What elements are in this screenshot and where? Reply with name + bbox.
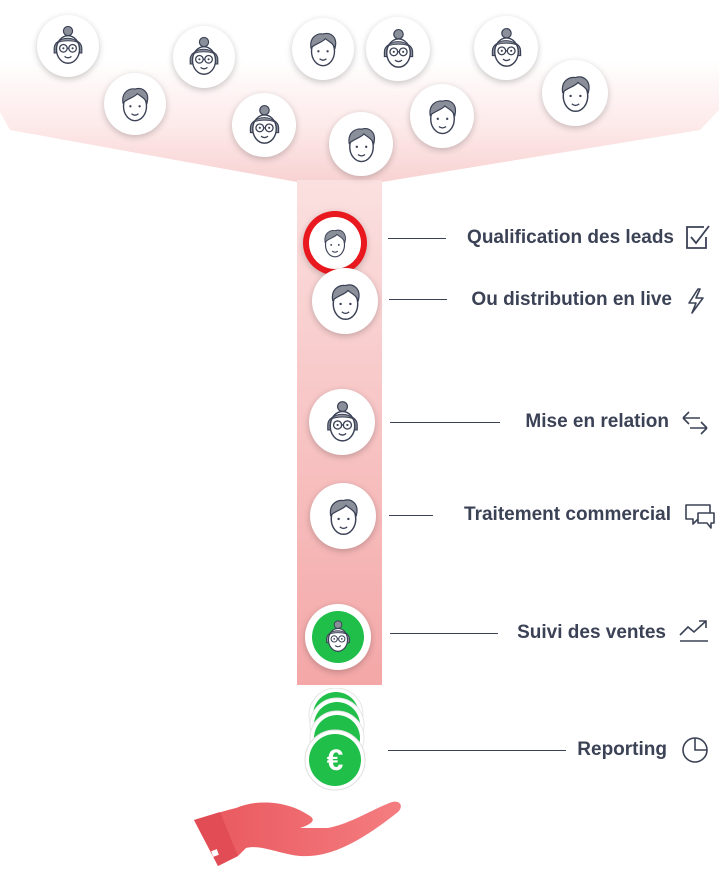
lead-avatar xyxy=(474,16,538,80)
chat-bubbles-icon xyxy=(685,504,715,529)
step-connector-line xyxy=(388,238,446,240)
lead-avatar xyxy=(104,73,166,135)
man-face-icon xyxy=(324,229,346,258)
woman-face-icon xyxy=(53,25,83,64)
woman-face-icon xyxy=(326,620,350,652)
won-lead-avatar xyxy=(305,604,371,670)
live-lead-avatar xyxy=(312,268,378,334)
open-hand-icon xyxy=(194,801,401,866)
lead-avatar xyxy=(173,26,235,88)
euro-symbol: € xyxy=(327,744,344,777)
woman-face-icon xyxy=(326,400,358,442)
lead-avatar xyxy=(410,84,474,148)
step-connector-line xyxy=(389,299,447,301)
step-label-qualification: Qualification des leads xyxy=(467,227,674,248)
lead-avatar xyxy=(329,112,393,176)
euro-coin-stack: € xyxy=(304,688,366,791)
man-face-icon xyxy=(331,283,360,320)
step-label-suivi: Suivi des ventes xyxy=(517,622,666,643)
step-connector-line xyxy=(390,633,498,635)
lead-avatar xyxy=(37,15,99,77)
contact-lead-avatar xyxy=(309,389,375,455)
step-connector-line xyxy=(390,422,500,424)
woman-face-icon xyxy=(189,36,219,75)
step-connector-line xyxy=(388,750,566,752)
man-face-icon xyxy=(347,127,375,162)
lightning-icon xyxy=(688,288,704,314)
man-face-icon xyxy=(329,498,358,535)
pie-chart-icon xyxy=(682,737,708,763)
step-label-traitement: Traitement commercial xyxy=(464,504,671,525)
man-face-icon xyxy=(122,87,149,122)
lead-avatar xyxy=(542,60,608,126)
man-face-icon xyxy=(561,75,590,112)
trend-up-icon xyxy=(679,620,708,642)
step-label-reporting: Reporting xyxy=(577,739,667,760)
step-label-mise-en-relation: Mise en relation xyxy=(525,411,669,432)
step-connector-line xyxy=(389,515,433,517)
lead-avatar xyxy=(232,93,296,157)
man-face-icon xyxy=(310,32,337,67)
exchange-arrows-icon xyxy=(682,411,708,435)
checkbox-icon xyxy=(686,225,710,249)
man-face-icon xyxy=(428,99,456,134)
woman-face-icon xyxy=(249,104,279,144)
step-label-distribution: Ou distribution en live xyxy=(471,289,672,310)
lead-avatar xyxy=(366,17,430,81)
woman-face-icon xyxy=(491,27,521,67)
woman-face-icon xyxy=(383,28,413,68)
processing-lead-avatar xyxy=(310,483,376,549)
qualified-lead-avatar xyxy=(303,211,367,275)
lead-avatar xyxy=(292,18,354,80)
